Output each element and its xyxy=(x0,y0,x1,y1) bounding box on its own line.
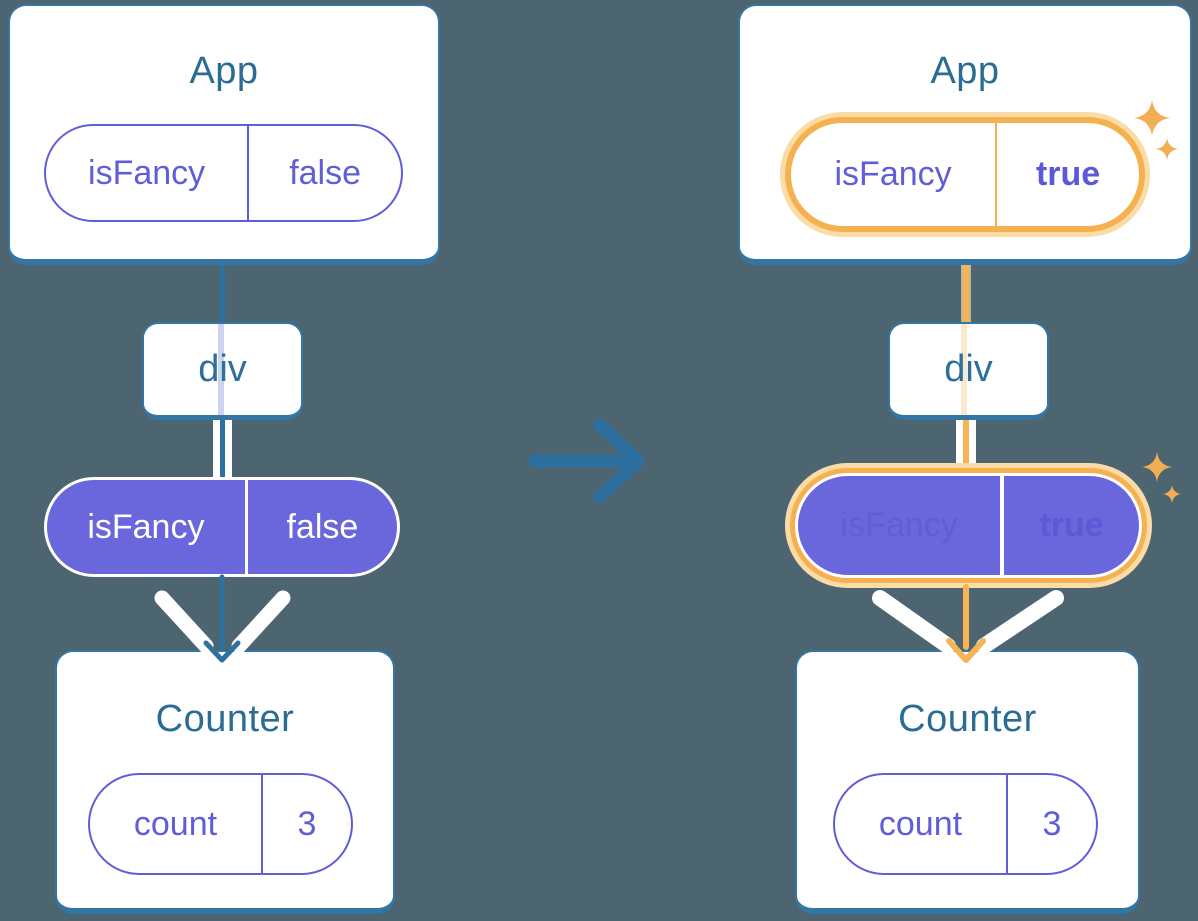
prop-pipe-right xyxy=(969,420,976,477)
counter-state-pill-before: count 3 xyxy=(88,773,353,875)
div-card-before: div xyxy=(142,322,303,420)
prop-value: false xyxy=(286,507,359,546)
state-name: count xyxy=(835,775,1008,873)
div-title-before: div xyxy=(198,348,247,390)
pass-through-line-faint xyxy=(961,324,967,415)
state-name: isFancy xyxy=(46,126,250,220)
arrow-down-icon xyxy=(872,584,1064,663)
state-value: 3 xyxy=(297,804,317,843)
prop-pipe-left xyxy=(956,420,963,477)
prop-value: true xyxy=(1039,506,1104,544)
counter-state-pill-after: count 3 xyxy=(833,773,1098,875)
prop-pill-after-highlighted: isFancy true xyxy=(785,463,1152,588)
state-value: false xyxy=(289,153,362,192)
app-title-before: App xyxy=(189,50,259,92)
arrow-right-icon xyxy=(528,418,645,504)
div-card-after: div xyxy=(888,322,1049,420)
state-value: 3 xyxy=(1042,804,1062,843)
edge-div-to-prop-before xyxy=(220,420,225,477)
prop-name: isFancy xyxy=(47,480,248,574)
sparkle-icon xyxy=(1142,452,1181,503)
div-title-after: div xyxy=(944,348,993,390)
app-state-pill-after-highlighted: isFancy true xyxy=(780,112,1150,237)
pass-through-line-faint xyxy=(218,324,224,415)
counter-title-after: Counter xyxy=(898,698,1037,740)
edge-div-to-prop-after xyxy=(963,420,969,477)
counter-title-before: Counter xyxy=(155,698,295,740)
state-value: true xyxy=(1035,155,1101,193)
edge-app-to-div-after xyxy=(963,234,969,322)
app-state-pill-before: isFancy false xyxy=(44,124,403,222)
arrow-down-icon xyxy=(154,574,291,663)
prop-pill-before: isFancy false xyxy=(44,477,400,577)
app-title-after: App xyxy=(930,50,1000,92)
prop-name: isFancy xyxy=(798,476,1005,575)
sparkle-icon xyxy=(1134,100,1178,160)
state-name: count xyxy=(90,775,263,873)
prop-pipe-left xyxy=(213,420,220,477)
prop-pipe-right xyxy=(225,420,232,477)
edge-app-to-div-before xyxy=(220,265,225,324)
state-name: isFancy xyxy=(791,123,998,226)
